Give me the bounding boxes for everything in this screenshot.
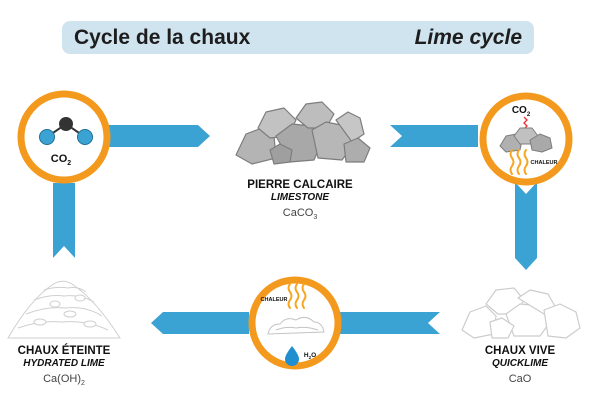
title-english: Lime cycle (414, 25, 522, 49)
oxygen-atom-right (77, 129, 93, 145)
calcination-circle: CO2 CHALEUR (479, 92, 573, 186)
quicklime-label: CHAUX VIVE QUICKLIME CaO (450, 344, 590, 389)
title-french: Cycle de la chaux (74, 25, 251, 49)
hydrated-lime-label: CHAUX ÉTEINTE HYDRATED LIME Ca(OH)2 (4, 344, 124, 389)
co2-absorption-label: CO2 (51, 153, 72, 167)
arrow-limestone-to-calcination (390, 125, 478, 147)
quicklime-formula: CaO (508, 372, 532, 385)
hydrated-lime-formula: Ca(OH)2 (43, 372, 85, 388)
title-bar: Cycle de la chaux Lime cycle (62, 21, 534, 54)
arrow-hydrated-lime-to-co2 (53, 183, 75, 258)
arrow-co2-to-limestone (104, 125, 210, 147)
slaking-heat-icon (287, 283, 307, 309)
calcination-heat-label: CHALEUR (531, 160, 558, 166)
arrow-quicklime-to-slaking (338, 312, 440, 334)
quicklime-name-en: QUICKLIME (491, 358, 549, 370)
water-label: H2O (304, 352, 316, 360)
slaking-heat-label: CHALEUR (261, 297, 288, 303)
arrow-calcination-to-quicklime (515, 182, 537, 270)
quicklime-name-fr: CHAUX VIVE (484, 345, 556, 357)
limestone-formula: CaCO3 (282, 206, 318, 222)
calcination-heat-icon (509, 149, 529, 175)
carbon-atom (59, 117, 73, 131)
limestone-label: PIERRE CALCAIRE LIMESTONE CaCO3 (220, 178, 380, 223)
co2-absorption-circle: CO2 (17, 90, 111, 184)
water-drop-icon (285, 346, 299, 366)
limestone-rock-pile (235, 101, 371, 165)
limestone-name-en: LIMESTONE (270, 192, 330, 204)
limestone-name-fr: PIERRE CALCAIRE (247, 179, 353, 191)
hydrated-lime-powder-pile (7, 280, 121, 339)
slaking-circle: CHALEUR H2O (248, 276, 342, 370)
arrow-slaking-to-hydrated-lime (151, 312, 249, 334)
hydrated-lime-name-en: HYDRATED LIME (23, 358, 105, 370)
quicklime-rock-pile (461, 287, 581, 339)
oxygen-atom-left (39, 129, 55, 145)
hydrated-lime-name-fr: CHAUX ÉTEINTE (17, 345, 111, 357)
calcination-gas-label: CO2 (512, 105, 531, 118)
